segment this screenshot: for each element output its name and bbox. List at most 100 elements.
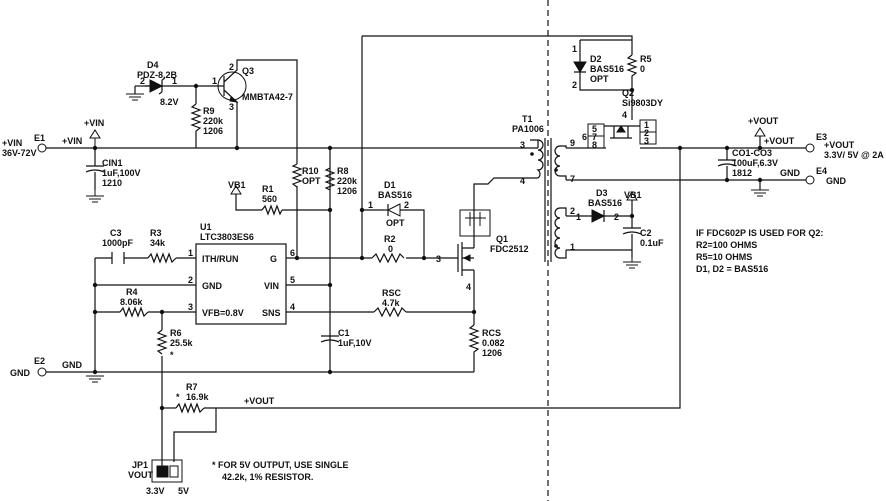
label-r6-star: * (170, 350, 174, 360)
label-jp1-vout: VOUT (128, 470, 154, 480)
vb1-arrow-b (626, 191, 638, 201)
label-q3-pin3: 3 (229, 102, 234, 112)
label-d4-pin2: 2 (140, 76, 145, 86)
label-d1-pin1: 1 (368, 200, 373, 210)
resistor-r1 (261, 204, 283, 216)
label-q2-part: Si9803DY (622, 98, 663, 108)
label-u1-num5: 5 (290, 275, 295, 285)
label-c1-value: 1uF,10V (338, 338, 372, 348)
jumper-jp1[interactable] (151, 459, 183, 483)
ground-symbols (86, 93, 769, 383)
label-d4-pin1: 1 (172, 76, 177, 86)
capacitor-co (717, 159, 737, 174)
label-r7-value: 16.9k (186, 392, 210, 402)
note-line-4: D1, D2 = BAS516 (696, 264, 768, 274)
label-r7-ref: R7 (186, 382, 198, 392)
terminal-e4[interactable] (805, 175, 815, 185)
label-q2-ref: Q2 (622, 88, 634, 98)
label-u1-pin-vin: VIN (264, 281, 279, 291)
label-u1-pin-gnd: GND (202, 281, 223, 291)
label-q2-pin1: 1 (644, 120, 649, 130)
capacitor-c1 (320, 335, 340, 343)
terminal-e2[interactable] (37, 367, 47, 377)
label-rsc-value: 4.7k (382, 298, 401, 308)
terminal-e1[interactable] (37, 143, 47, 153)
diode-d1 (384, 203, 406, 217)
label-jp1-opt2: 5V (178, 486, 189, 496)
label-gnd-secondary: GND (780, 168, 801, 178)
mosfet-q1 (448, 209, 491, 280)
label-u1-pin-vfb: VFB=0.8V (202, 308, 244, 318)
label-t1-pin3: 3 (520, 140, 525, 150)
label-jp1-ref: JP1 (132, 460, 148, 470)
transformer-t1 (530, 138, 567, 262)
label-e3-name: +VOUT (824, 140, 855, 150)
vout-arrow (754, 127, 766, 137)
label-u1-part: LTC3803ES6 (200, 232, 254, 242)
label-t1-pin7: 7 (570, 174, 575, 184)
label-rsc-ref: RSC (382, 288, 402, 298)
note-line-1: IF FDC602P IS USED FOR Q2: (696, 228, 823, 238)
terminal-e3[interactable] (805, 143, 815, 153)
resistor-r6 (156, 329, 168, 355)
label-rcs-size: 1206 (482, 348, 502, 358)
resistor-r4 (119, 306, 149, 318)
label-u1-num4: 4 (290, 302, 295, 312)
zener-diode-d4 (135, 77, 166, 95)
label-r3-value: 34k (150, 238, 166, 248)
label-q3-pin2: 2 (229, 62, 234, 72)
label-d4-value: 8.2V (160, 97, 179, 107)
label-q2-pin5: 5 (592, 124, 597, 134)
label-cin1-value: 1uF,100V (102, 168, 141, 178)
label-cin1-ref: CIN1 (102, 158, 123, 168)
label-d3-pin1: 1 (576, 212, 581, 222)
label-co-ref: CO1-CO3 (732, 148, 772, 158)
label-t1-pin2: 2 (570, 206, 575, 216)
ic-u1 (195, 243, 287, 325)
note-line-3: R5=10 OHMS (696, 252, 752, 262)
junctions (92, 83, 763, 411)
resistor-r9 (190, 103, 202, 138)
label-e4: E4 (816, 166, 827, 176)
label-r8-size: 1206 (337, 186, 357, 196)
label-q3-ref: Q3 (242, 66, 254, 76)
label-co-size: 1812 (732, 168, 752, 178)
label-d1-opt: OPT (386, 218, 405, 228)
label-r1-ref: R1 (262, 184, 274, 194)
resistor-rsc (373, 306, 407, 318)
label-e1: E1 (34, 133, 45, 143)
label-q2-pin3: 3 (644, 136, 649, 146)
label-vin-supply: +VIN (2, 138, 22, 148)
label-vin-net2: +VIN (84, 118, 104, 128)
vb1-arrow-a (230, 185, 242, 195)
label-d3-part: BAS516 (588, 198, 622, 208)
diode-d2 (573, 58, 587, 80)
label-u1-num1: 1 (188, 248, 193, 258)
label-d1-part: BAS516 (378, 190, 412, 200)
label-r9-size: 1206 (203, 126, 223, 136)
label-r3-ref: R3 (150, 228, 162, 238)
label-d4-ref: D4 (147, 60, 159, 70)
label-q1-ref: Q1 (496, 234, 508, 244)
label-cin1-size: 1210 (102, 178, 122, 188)
label-d2-opt: OPT (590, 74, 609, 84)
label-c2-ref: C2 (640, 228, 652, 238)
label-e3: E3 (816, 132, 827, 142)
label-gnd-net: GND (62, 360, 83, 370)
label-r7-star: * (176, 392, 180, 402)
label-e3-spec: 3.3V/ 5V @ 2A (824, 150, 884, 160)
label-d2-pin2: 2 (572, 80, 577, 90)
label-r2-value: 0 (388, 244, 393, 254)
label-r9-value: 220k (203, 116, 224, 126)
label-t1-part: PA1006 (512, 124, 544, 134)
label-r4-ref: R4 (126, 287, 138, 297)
label-u1-ref: U1 (200, 222, 212, 232)
label-d2-pin1: 1 (572, 44, 577, 54)
label-vb1-a: VB1 (228, 180, 246, 190)
label-u1-pin-g: G (270, 254, 277, 264)
label-t1-pin4: 4 (520, 176, 525, 186)
diode-d3 (591, 209, 606, 223)
transistor-q3 (212, 66, 247, 115)
label-r10-value: OPT (302, 176, 321, 186)
label-u1-num3: 3 (188, 302, 193, 312)
